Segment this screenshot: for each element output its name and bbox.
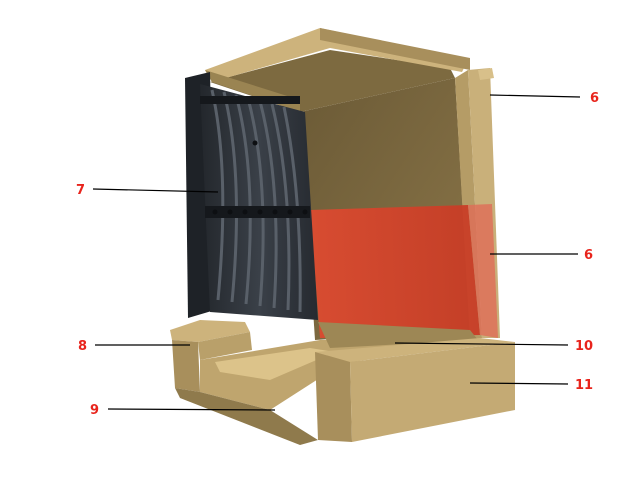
leader-line-6-top — [489, 94, 581, 98]
ash-bed — [215, 348, 335, 380]
callout-label-7: 7 — [76, 183, 85, 198]
side-wall-front — [478, 68, 494, 80]
roof-slab-edge — [320, 28, 470, 70]
leader-line-11 — [469, 382, 569, 385]
grate-studs — [212, 140, 308, 215]
left-curb-top — [170, 320, 250, 342]
callout-label-11: 11 — [575, 378, 593, 393]
callout-label-9: 9 — [90, 403, 99, 418]
front-block-face — [350, 342, 515, 442]
leader-line-9 — [107, 408, 276, 411]
front-block-front — [315, 352, 352, 442]
hearth-base — [170, 320, 515, 445]
leader-line-7 — [92, 188, 219, 193]
hot-zone-side — [468, 204, 498, 338]
refractory-chamber — [205, 28, 500, 340]
left-curb-front — [172, 340, 200, 392]
leader-line-10 — [394, 342, 569, 346]
grate-tubes — [210, 89, 302, 313]
tube-grate-panel — [185, 72, 318, 320]
left-curb-side — [198, 332, 252, 360]
callout-label-8: 8 — [78, 339, 87, 354]
center-ledge — [318, 322, 478, 348]
callout-label-10: 10 — [575, 339, 593, 354]
callout-labels: 6 7 6 8 10 9 11 — [76, 91, 599, 418]
callout-label-6-top: 6 — [590, 91, 599, 106]
callouts — [92, 94, 581, 411]
bottom-skirt — [175, 388, 318, 445]
hot-zone-lining — [310, 205, 480, 338]
callout-label-6-middle: 6 — [584, 248, 593, 263]
